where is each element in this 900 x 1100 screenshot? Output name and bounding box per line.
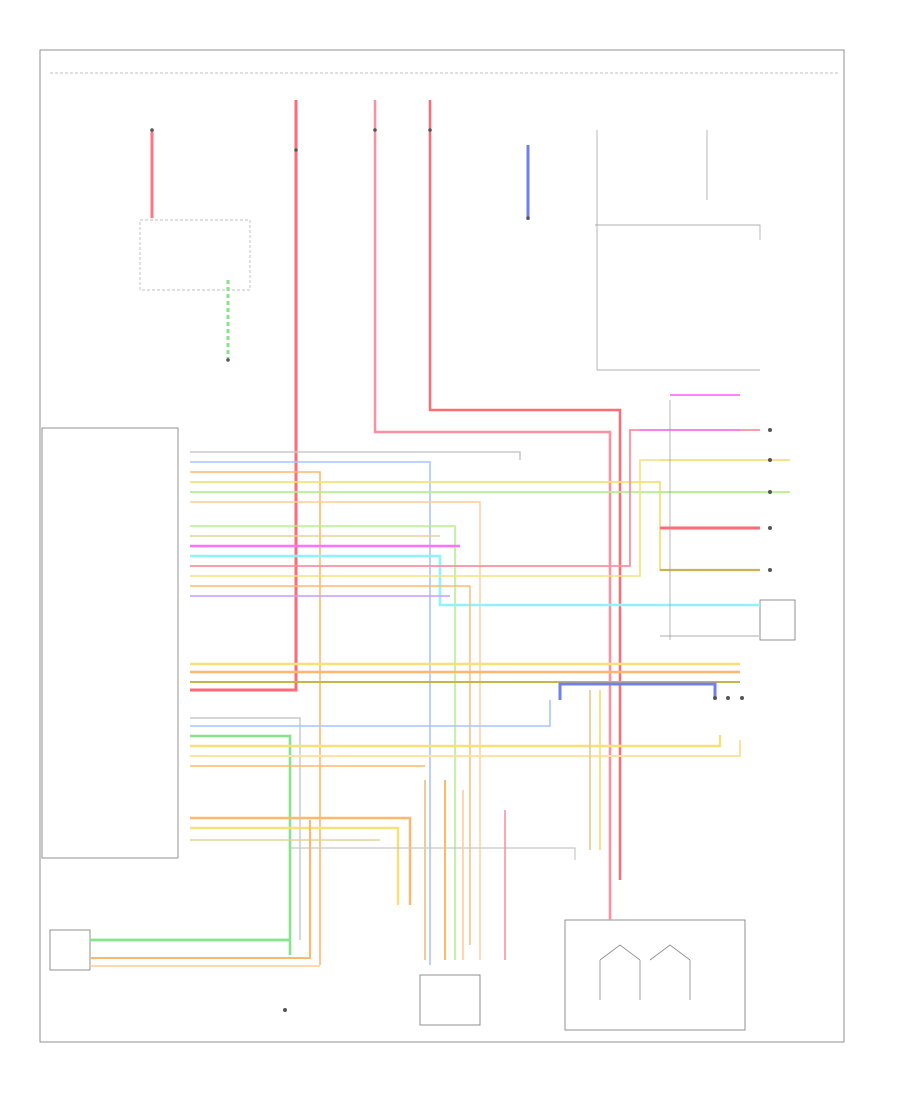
module-pin-labels bbox=[60, 450, 175, 600]
transfer-case-module-box bbox=[41, 427, 179, 859]
center-connector-stack bbox=[424, 780, 506, 960]
right-vertical-lines bbox=[589, 130, 761, 850]
relay-switch-symbol bbox=[599, 944, 691, 1000]
neutral-lamp-box bbox=[759, 599, 796, 641]
top-label-group bbox=[78, 58, 445, 106]
junction-dots bbox=[150, 128, 772, 1012]
wire-red-right bbox=[428, 100, 622, 880]
wire-red-center-trunk bbox=[190, 100, 298, 692]
bottom-wire-group bbox=[190, 816, 576, 905]
wire-pink-long bbox=[373, 100, 612, 920]
encoder-feed-wires bbox=[90, 820, 320, 967]
middle-wire-group bbox=[190, 662, 741, 955]
diagram-frame bbox=[39, 49, 845, 1043]
right-lamp-wires bbox=[640, 394, 790, 637]
shift-motor-connector bbox=[419, 974, 481, 1026]
encoder-motor-box bbox=[49, 929, 91, 971]
instrument-cluster-box bbox=[139, 219, 251, 291]
upper-wire-group bbox=[190, 429, 760, 965]
relay-box bbox=[564, 919, 746, 1031]
